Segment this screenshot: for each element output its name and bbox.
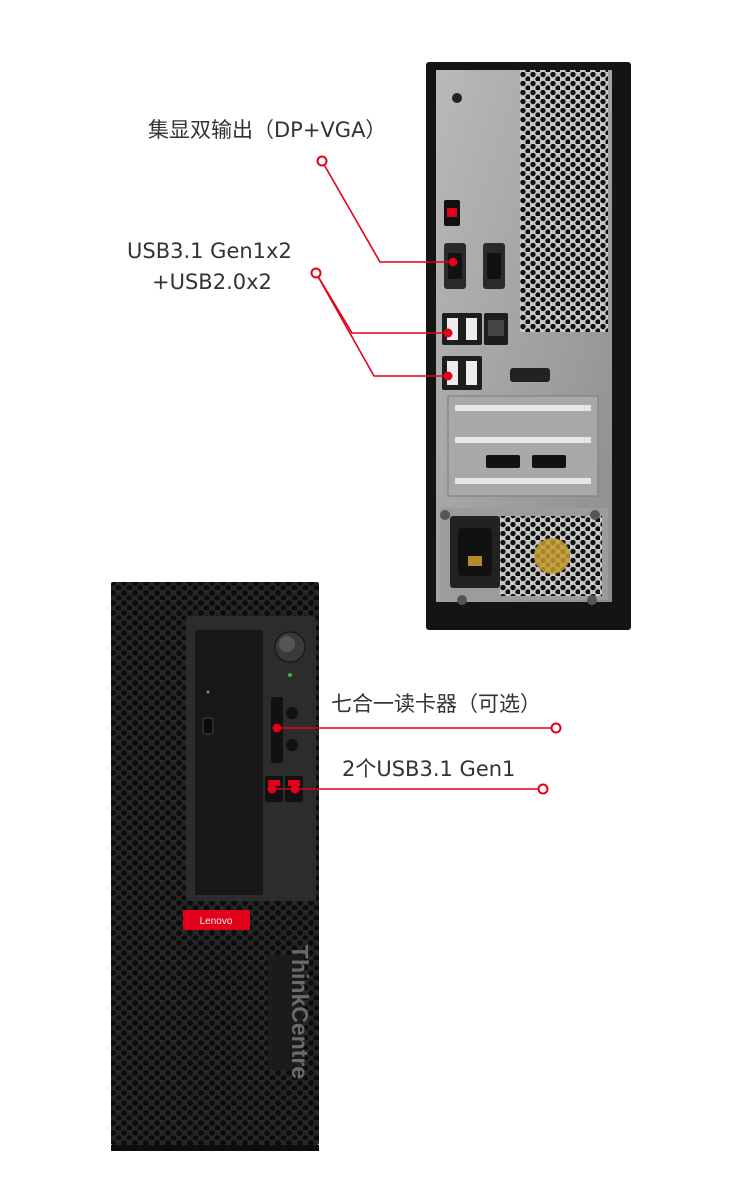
optical-drive <box>195 630 263 895</box>
callout-line-video <box>321 160 453 263</box>
callout-usb-rear-line1: USB3.1 Gen1x2 <box>127 239 292 263</box>
mic-jack-icon <box>286 739 298 751</box>
callout-lines <box>272 160 555 790</box>
anchor-dot-front-usb-1 <box>267 784 277 794</box>
lenovo-badge-text: Lenovo <box>200 916 233 927</box>
audio-jack-icon <box>452 93 462 103</box>
lenovo-badge <box>183 910 250 930</box>
callout-card-reader: 七合一读卡器（可选） <box>331 692 541 716</box>
rear-vent <box>520 70 608 332</box>
callout-dots <box>267 257 458 794</box>
anchor-dot-usb-lower <box>443 371 453 381</box>
anchor-dot-front-usb-2 <box>290 784 300 794</box>
ring-video <box>316 155 328 167</box>
thinkcentre-logo-text: ThinkCentre <box>287 945 313 1079</box>
power-supply <box>440 508 608 600</box>
callout-rings <box>310 155 562 795</box>
rear-chassis <box>426 62 631 630</box>
ring-usb-rear <box>310 267 322 279</box>
anchor-dot-video <box>448 257 458 267</box>
callout-line-usb-lower <box>315 272 448 377</box>
callout-usb-rear-line2: +USB2.0x2 <box>152 270 272 294</box>
anchor-dot-card-reader <box>272 723 282 733</box>
callout-video-output: 集显双输出（DP+VGA） <box>148 118 387 142</box>
ring-front-usb <box>537 783 549 795</box>
front-chassis <box>111 582 319 1151</box>
ring-card-reader <box>550 722 562 734</box>
expansion-slots <box>447 395 599 497</box>
headphone-jack-icon <box>286 707 298 719</box>
anchor-dot-usb-upper <box>443 328 453 338</box>
callout-front-usb: 2个USB3.1 Gen1 <box>342 757 516 781</box>
